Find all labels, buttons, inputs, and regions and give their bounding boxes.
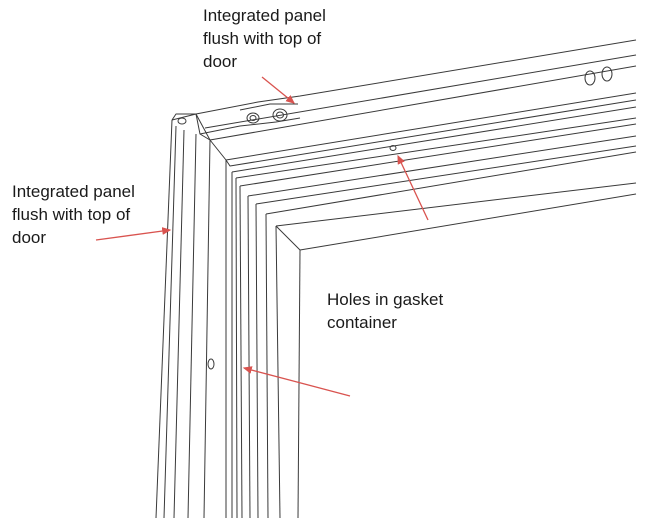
top-rail-line-5 <box>235 117 637 179</box>
top-rail-line-9 <box>265 151 637 215</box>
bolt-2 <box>272 108 288 122</box>
top-rail-line-7 <box>247 135 637 197</box>
top-rail-line-6 <box>239 123 637 187</box>
left-stile-edge-7 <box>235 177 238 519</box>
left-stile-outer-edge <box>155 119 173 519</box>
left-stile-edge-2 <box>173 129 185 519</box>
label-line: Integrated panel <box>203 6 326 25</box>
top-rail-line-3 <box>225 99 637 167</box>
panel-hole-2 <box>601 66 613 82</box>
integrated-panel-front <box>199 117 301 135</box>
label-line: container <box>327 313 397 332</box>
bolt-1-center <box>249 115 257 121</box>
arrow-gasket-hole-side <box>242 366 351 397</box>
label-line: Integrated panel <box>12 182 135 201</box>
label-top-integrated-panel: Integrated panel flush with top of door <box>203 4 326 73</box>
label-side-integrated-panel: Integrated panel flush with top of door <box>12 180 135 249</box>
left-stile-edge-9 <box>247 195 251 519</box>
gasket-hole-side <box>207 358 215 370</box>
left-stile-edge-3 <box>187 133 197 519</box>
left-stile-edge-1 <box>163 125 177 519</box>
corner-cap <box>171 113 196 121</box>
bolt-1 <box>246 112 260 124</box>
label-line: Holes in gasket <box>327 290 444 309</box>
bolt-2-center <box>276 111 284 119</box>
left-stile-edge-11 <box>265 213 269 519</box>
arrow-side-panel <box>95 227 172 241</box>
top-rail-line-8 <box>255 145 637 205</box>
label-line: door <box>203 52 238 71</box>
label-line: door <box>12 228 47 247</box>
left-stile-edge-10 <box>255 203 259 519</box>
label-line: flush with top of <box>203 29 322 48</box>
left-stile-inner-edge <box>297 249 301 519</box>
integrated-panel-top <box>239 103 298 111</box>
panel-hole-1 <box>584 70 596 86</box>
top-rail-inner-edge <box>299 193 637 251</box>
arrow-gasket-hole-top <box>397 154 429 221</box>
mitre-joint <box>275 225 301 251</box>
left-stile-edge-4 <box>203 139 211 519</box>
arrow-top-panel <box>261 76 296 104</box>
top-rail-inner-bevel <box>275 182 637 227</box>
top-rail-line-4 <box>231 106 637 173</box>
label-line: flush with top of <box>12 205 131 224</box>
left-stile-edge-8 <box>239 185 243 519</box>
label-gasket-holes: Holes in gasket container <box>327 288 443 334</box>
top-rail-outer-edge <box>171 39 637 121</box>
gasket-hole-top <box>389 145 397 151</box>
leader-arrows <box>95 76 429 397</box>
left-stile-inner-bevel <box>275 225 281 519</box>
corner-hole <box>177 117 187 125</box>
frame-outline <box>155 39 637 519</box>
